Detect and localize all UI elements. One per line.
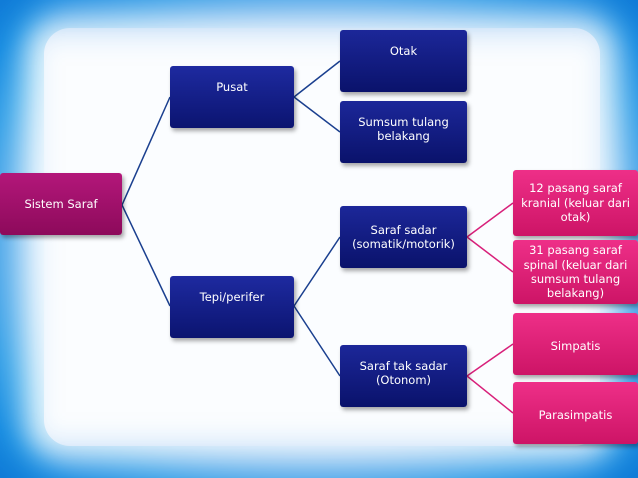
connector-sadar-kranial (466, 202, 514, 238)
node-saraf-kranial-label: 12 pasang saraf kranial (keluar dari ota… (521, 181, 630, 225)
node-saraf-tak-sadar-label: Saraf tak sadar (Otonom) (359, 359, 448, 388)
node-saraf-spinal: 31 pasang saraf spinal (keluar dari sums… (513, 240, 638, 304)
connector-root-tepi (121, 204, 171, 307)
connector-tepi-taksadar (293, 305, 341, 377)
node-saraf-sadar-label: Saraf sadar (somatik/motorik) (352, 222, 455, 251)
node-otak: Otak (340, 30, 467, 92)
node-otak-label: Otak (389, 44, 418, 58)
node-tepi-perifer-label: Tepi/perifer (199, 290, 265, 304)
connector-taksadar-parasimpatis (466, 375, 514, 414)
node-tepi-perifer: Tepi/perifer (170, 276, 294, 338)
node-sistem-saraf-label: Sistem Saraf (24, 196, 98, 211)
connector-taksadar-simpatis (466, 343, 514, 377)
connector-sadar-spinal (466, 236, 514, 273)
connector-root-pusat (121, 96, 171, 206)
connector-tepi-sadar (293, 236, 341, 307)
node-sumsum-tulang-belakang-label: Sumsum tulang belakang (358, 115, 449, 144)
node-saraf-tak-sadar: Saraf tak sadar (Otonom) (340, 345, 467, 407)
node-saraf-spinal-label: 31 pasang saraf spinal (keluar dari sums… (523, 243, 628, 301)
connector-pusat-otak (293, 60, 341, 98)
node-sistem-saraf: Sistem Saraf (0, 173, 122, 235)
node-saraf-kranial: 12 pasang saraf kranial (keluar dari ota… (513, 170, 638, 236)
node-pusat-label: Pusat (216, 80, 248, 94)
node-parasimpatis-label: Parasimpatis (538, 408, 613, 422)
node-simpatis: Simpatis (513, 313, 638, 375)
node-saraf-sadar: Saraf sadar (somatik/motorik) (340, 206, 467, 268)
connector-pusat-sumsum (293, 96, 341, 133)
node-sumsum-tulang-belakang: Sumsum tulang belakang (340, 101, 467, 163)
node-pusat: Pusat (170, 66, 294, 128)
node-simpatis-label: Simpatis (550, 339, 601, 353)
node-parasimpatis: Parasimpatis (513, 382, 638, 444)
